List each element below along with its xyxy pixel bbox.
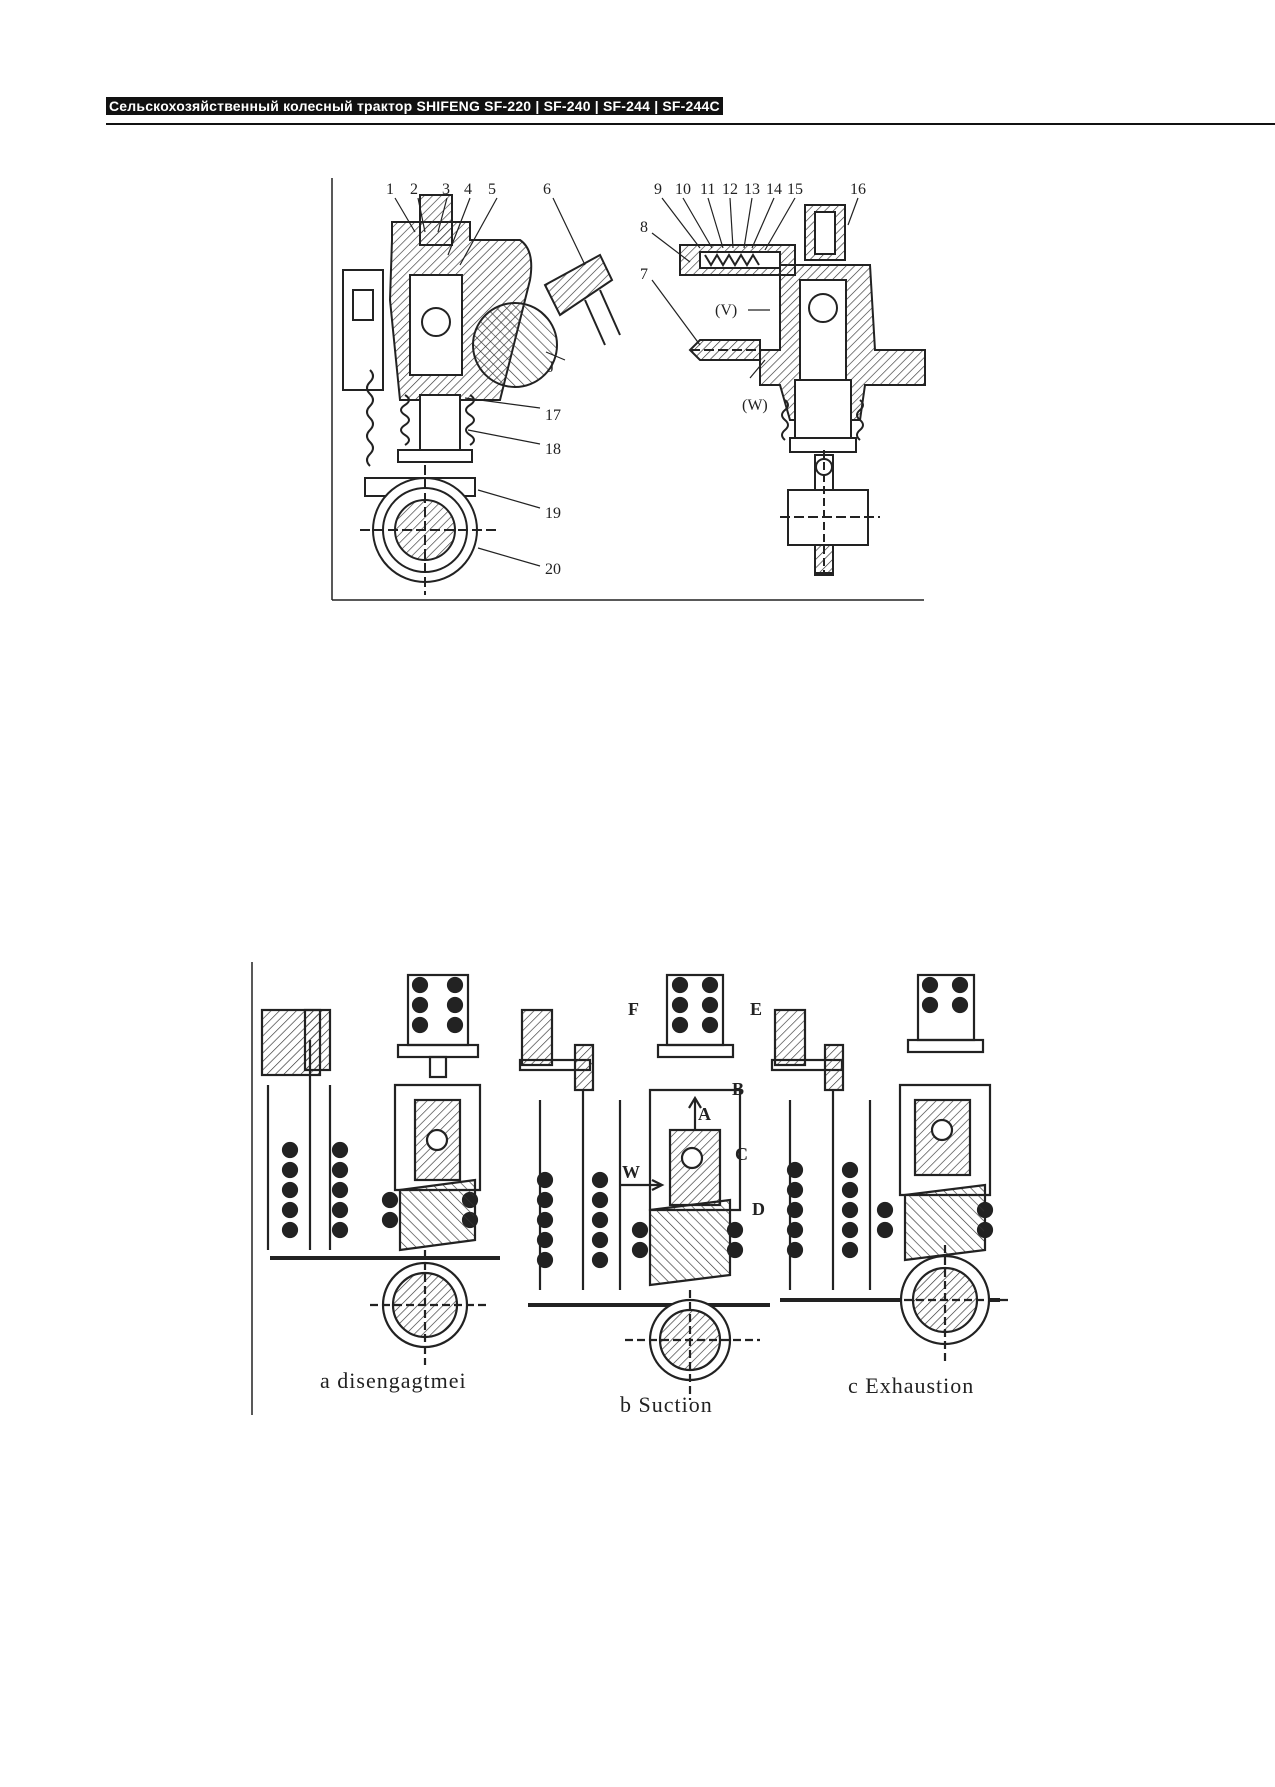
caption-a: a disengagtmei [320,1368,467,1393]
document-header: Сельскохозяйственный колесный трактор SH… [106,97,723,116]
callout-8: 8 [640,219,648,236]
callout-12: 12 [722,181,738,198]
panel-a-disengagement [260,973,500,1365]
callout-20: 20 [545,561,561,578]
left-pump-drawing [342,194,621,595]
callout-15: 15 [787,181,803,198]
panel-c-exhaustion [770,973,1010,1365]
label-C: C [735,1144,748,1164]
callout-19: 19 [545,505,561,522]
callout-10: 10 [675,181,691,198]
label-F: F [628,999,639,1019]
caption-c: c Exhaustion [848,1373,974,1398]
callout-W: (W) [742,397,768,414]
label-E: E [750,999,762,1019]
callout-18: 18 [545,441,561,458]
callout-J: J [548,359,554,376]
callout-2: 2 [410,181,418,198]
callout-9: 9 [654,181,662,198]
callout-11: 11 [700,181,715,198]
callout-4: 4 [464,181,472,198]
label-B: B [732,1079,744,1099]
callout-14: 14 [766,181,782,198]
label-A: A [698,1104,711,1124]
header-rule [106,123,1275,125]
right-pump-drawing [679,204,926,576]
callout-6: 6 [543,181,551,198]
callout-5: 5 [488,181,496,198]
label-D: D [752,1199,765,1219]
header-title: Сельскохозяйственный колесный трактор SH… [106,97,723,115]
caption-b: b Suction [620,1392,713,1417]
label-W: W [622,1162,640,1182]
callout-7: 7 [640,266,648,283]
callout-V: (V) [715,302,737,319]
callout-1: 1 [386,181,394,198]
callout-17: 17 [545,407,561,424]
callout-16: 16 [850,181,866,198]
callout-3: 3 [442,181,450,198]
panel-b-suction [518,973,770,1400]
callout-13: 13 [744,181,760,198]
